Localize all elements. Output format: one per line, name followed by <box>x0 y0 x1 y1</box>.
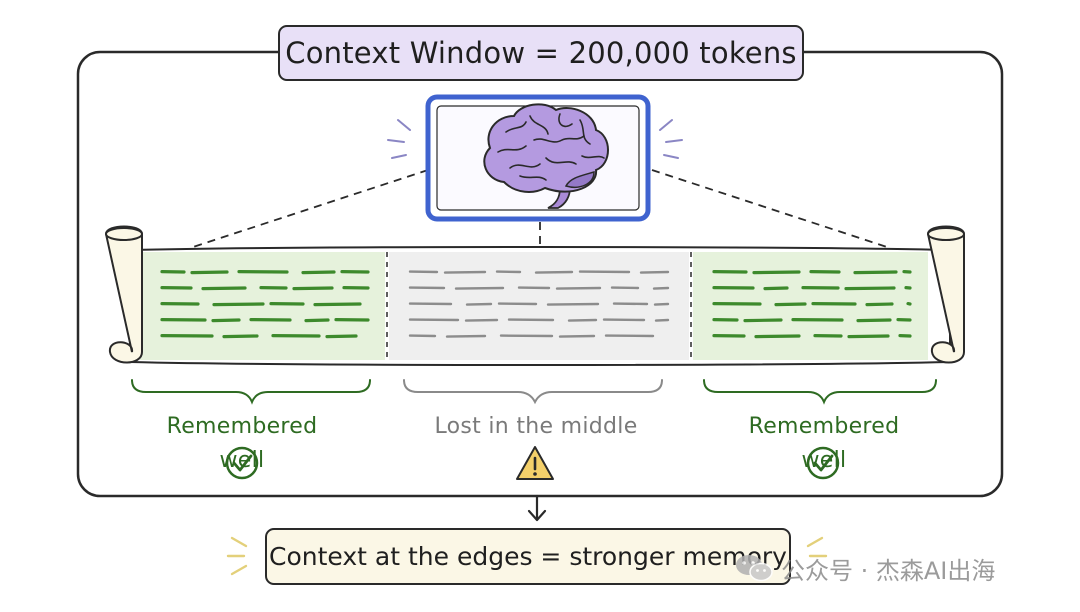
conclusion-box: Context at the edges = stronger memory <box>265 528 791 585</box>
text-line-stroke <box>224 336 257 337</box>
section-label-start: Remembered well <box>142 410 342 444</box>
text-line-stroke <box>569 320 596 321</box>
text-line-stroke <box>203 288 245 289</box>
text-line-stroke <box>745 320 781 321</box>
text-line-stroke <box>327 336 356 337</box>
section-braces <box>132 380 936 402</box>
text-line-stroke <box>849 336 888 337</box>
watermark: 公众号 · 杰森AI出海 <box>733 548 995 588</box>
text-line-stroke <box>536 272 572 273</box>
text-line-stroke <box>306 320 328 321</box>
down-arrow-icon <box>529 496 545 520</box>
text-line-stroke <box>858 320 890 321</box>
text-line-stroke <box>456 288 503 289</box>
conclusion-text: Context at the edges = stronger memory <box>269 542 787 571</box>
text-line-stroke <box>557 288 600 289</box>
text-line-stroke <box>445 272 485 273</box>
text-line-stroke <box>756 336 799 337</box>
text-line-stroke <box>303 272 334 273</box>
text-line-stroke <box>867 304 892 305</box>
text-line-stroke <box>656 320 668 321</box>
text-line-stroke <box>214 304 263 305</box>
text-line-stroke <box>855 272 896 273</box>
page-title: Context Window = 200,000 tokens <box>278 25 804 81</box>
text-line-stroke <box>447 336 485 337</box>
text-line-stroke <box>846 288 894 289</box>
warning-icon <box>517 447 553 479</box>
text-line-stroke <box>467 304 491 305</box>
text-scroll <box>106 227 964 366</box>
text-line-stroke <box>294 288 332 289</box>
text-line-stroke <box>548 304 598 305</box>
text-line-stroke <box>655 304 668 305</box>
wechat-logo-icon <box>733 551 775 585</box>
text-line-stroke <box>560 336 594 337</box>
section-label-middle: Lost in the middle <box>426 410 646 444</box>
brace-start <box>132 380 370 402</box>
text-line-stroke <box>466 320 497 321</box>
text-line-stroke <box>776 304 805 305</box>
section-label-end: Remembered well <box>724 410 924 444</box>
text-line-stroke <box>754 272 799 273</box>
watermark-text: 公众号 · 杰森AI出海 <box>781 551 995 586</box>
text-line-stroke <box>315 304 360 305</box>
text-line-stroke <box>641 272 668 273</box>
end-region <box>693 252 928 360</box>
middle-region <box>389 252 689 360</box>
brace-end <box>704 380 936 402</box>
text-line-stroke <box>213 320 239 321</box>
text-line-stroke <box>765 288 787 289</box>
start-region <box>140 252 385 360</box>
text-line-stroke <box>654 288 668 289</box>
text-line-stroke <box>192 272 227 273</box>
brace-middle <box>404 380 662 402</box>
